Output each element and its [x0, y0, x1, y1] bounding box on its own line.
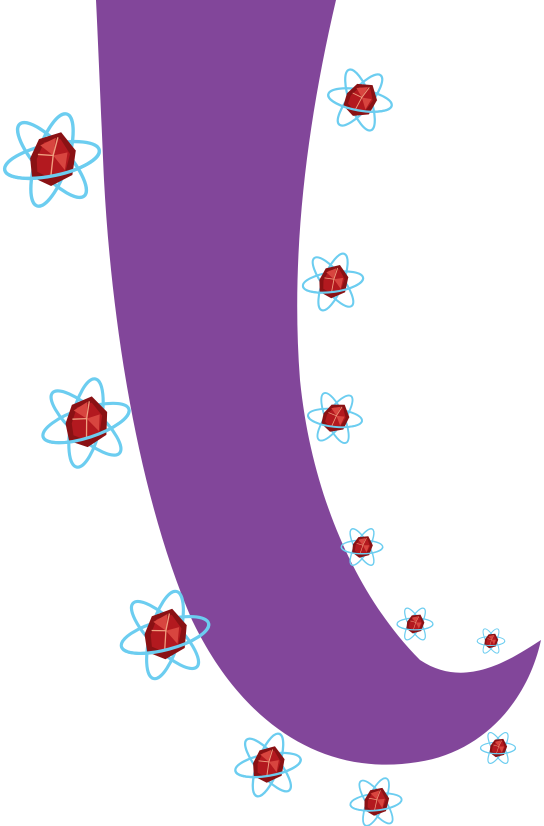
atom-ruby-icon: [346, 772, 406, 826]
atom-ruby-icon: [321, 60, 399, 140]
atom-ruby-icon: [27, 363, 145, 483]
atom-ruby-icon: [479, 729, 517, 767]
atom-ruby-icon: [0, 99, 112, 221]
atom-ruby-icon: [304, 386, 366, 450]
atom-ruby-icon: [297, 245, 369, 319]
atom-ruby-icon: [476, 626, 506, 656]
purple-swoosh: [96, 0, 541, 765]
atom-ruby-icon: [396, 604, 434, 644]
